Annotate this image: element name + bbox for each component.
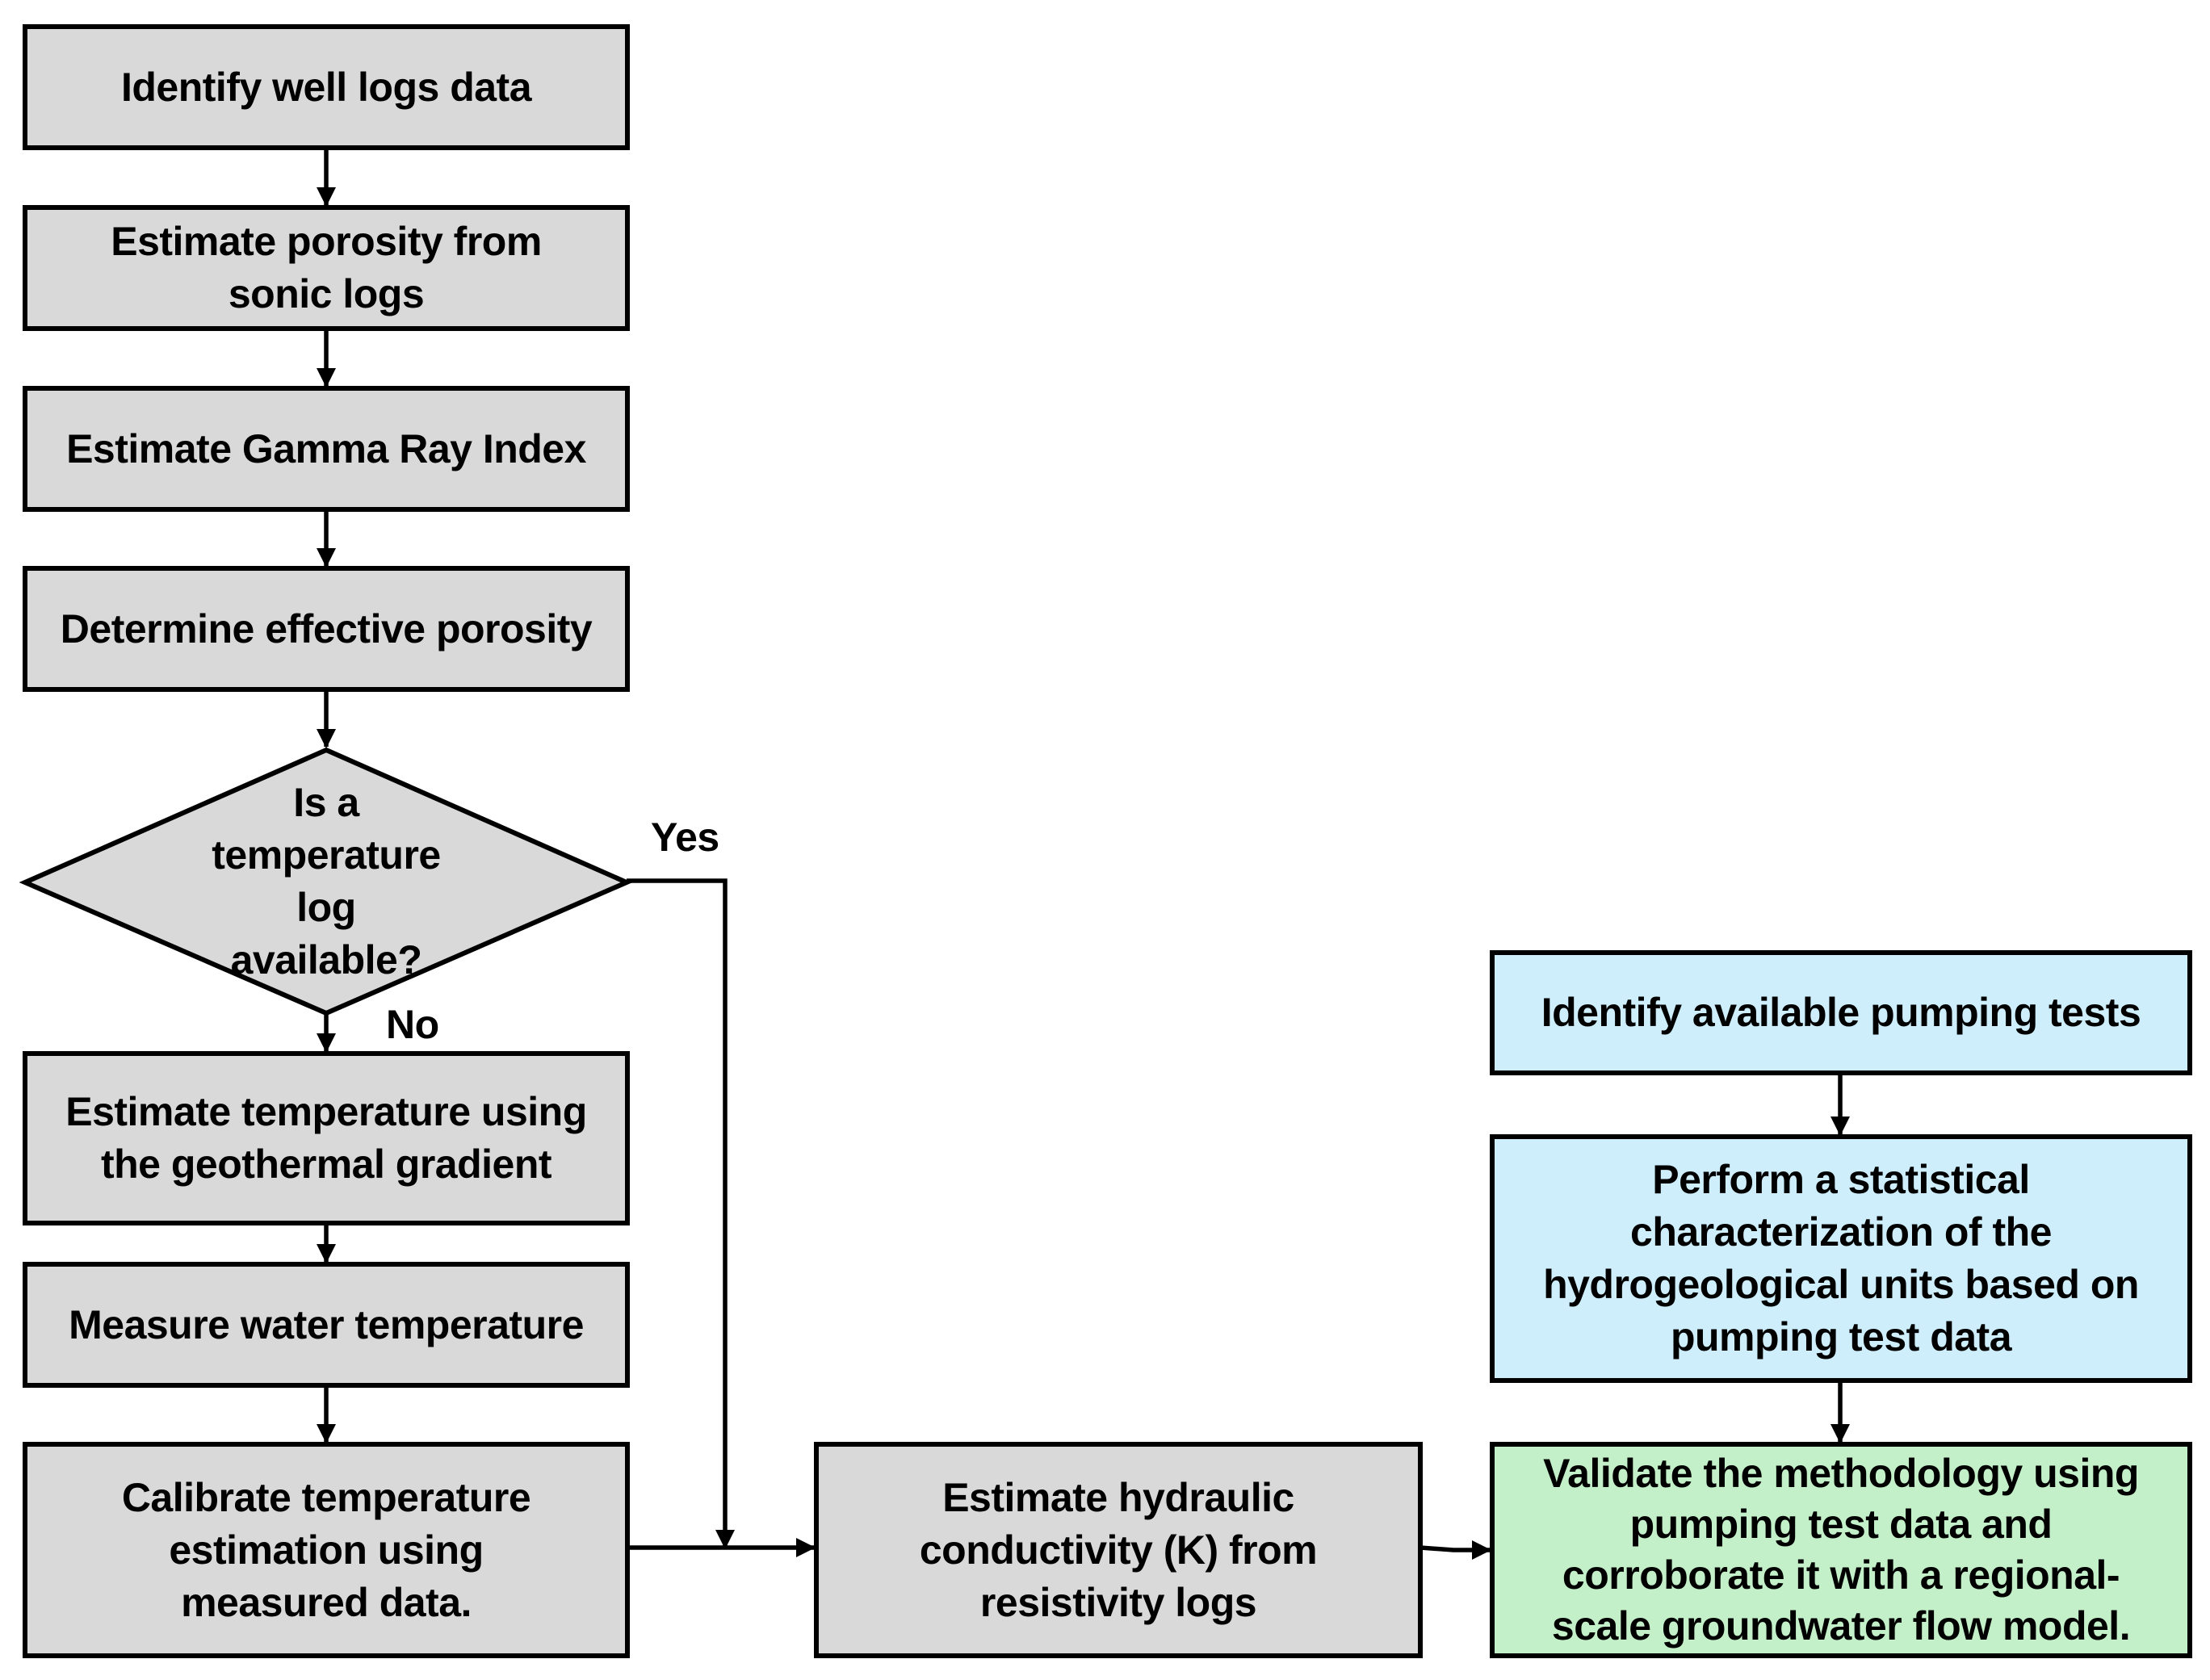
box-statistical-characterization — [1490, 1134, 2192, 1383]
edge-label-yes: Yes — [651, 815, 719, 860]
box-identify-pumping-tests — [1490, 950, 2192, 1075]
edge-label-no: No — [386, 1002, 439, 1047]
box-calibrate-temperature — [23, 1442, 630, 1658]
node-shapes — [19, 24, 2192, 1658]
node-statistical-characterization: Perform a statistical characterization o… — [1543, 1157, 2139, 1360]
box-estimate-porosity — [23, 205, 630, 331]
node-temperature-decision: Is a temperature log available? — [212, 780, 441, 982]
node-validate-methodology: Validate the methodology using pumping t… — [1543, 1451, 2139, 1649]
node-estimate-porosity: Estimate porosity from sonic logs — [111, 219, 542, 316]
node-calibrate-temperature: Calibrate temperature estimation using m… — [121, 1474, 531, 1625]
edge-conductivity-to-validate — [1420, 1540, 1491, 1560]
box-identify-well-logs — [23, 24, 630, 150]
node-estimate-temperature: Estimate temperature using the geotherma… — [65, 1089, 587, 1187]
box-estimate-temperature — [23, 1051, 630, 1225]
edges — [317, 148, 1850, 1560]
edge-decision-yes — [627, 878, 735, 1549]
box-gamma-ray-index — [23, 386, 630, 512]
node-identify-well-logs: Identify well logs data — [120, 64, 532, 110]
box-validate-methodology — [1490, 1442, 2192, 1658]
node-identify-pumping-tests: Identify available pumping tests — [1541, 990, 2141, 1035]
box-measure-water-temperature — [23, 1262, 630, 1388]
node-hydraulic-conductivity: Estimate hydraulic conductivity (K) from… — [919, 1474, 1318, 1625]
node-measure-water-temperature: Measure water temperature — [69, 1301, 584, 1347]
box-effective-porosity — [23, 566, 630, 692]
diamond-temperature-decision — [19, 747, 633, 1016]
box-hydraulic-conductivity — [814, 1442, 1423, 1658]
node-effective-porosity: Determine effective porosity — [60, 605, 593, 651]
node-gamma-ray-index: Estimate Gamma Ray Index — [66, 425, 586, 471]
